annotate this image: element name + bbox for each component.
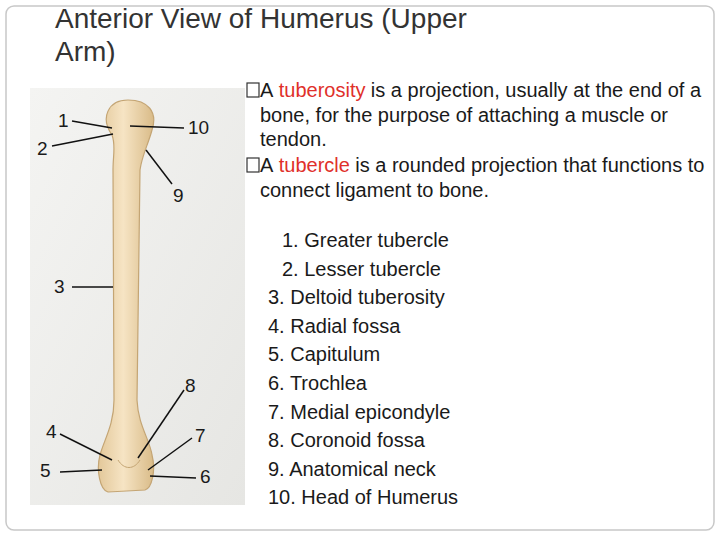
bullet-text: Atubercleis a rounded projection that fu… xyxy=(260,153,710,202)
term: tuberosity xyxy=(279,79,366,101)
leader-line xyxy=(72,121,112,128)
callout-number: 7 xyxy=(195,425,206,447)
legend-item: 7. Medial epicondyle xyxy=(268,400,450,424)
legend-item: 2. Lesser tubercle xyxy=(282,257,441,281)
bullet-text: Atuberosityis a projection, usually at t… xyxy=(260,78,710,152)
definition-text: A xyxy=(260,154,273,176)
callout-number: 5 xyxy=(40,460,51,482)
callout-number: 3 xyxy=(54,276,65,298)
callout-number: 6 xyxy=(200,466,211,488)
photo-ground xyxy=(30,88,245,505)
leader-lines xyxy=(52,121,196,478)
term: tubercle xyxy=(279,154,350,176)
callout-number: 2 xyxy=(37,138,48,160)
leader-line xyxy=(60,470,102,472)
leader-line xyxy=(148,438,192,470)
leader-line xyxy=(60,434,112,460)
leader-line xyxy=(150,476,196,478)
callout-number: 10 xyxy=(188,117,209,139)
slide-title: Anterior View of Humerus (Upper Arm) xyxy=(55,2,525,68)
callout-number: 9 xyxy=(173,185,184,207)
leader-line xyxy=(130,126,184,128)
callout-number: 1 xyxy=(58,110,69,132)
callout-number: 4 xyxy=(46,421,57,443)
legend-item: 1. Greater tubercle xyxy=(282,228,449,252)
legend-item: 6. Trochlea xyxy=(268,371,367,395)
callout-number: 8 xyxy=(185,375,196,397)
bone-fossa xyxy=(118,460,140,468)
leader-line xyxy=(52,134,113,146)
legend-item: 5. Capitulum xyxy=(268,342,380,366)
legend-item: 8. Coronoid fossa xyxy=(268,428,425,452)
humerus-bone xyxy=(98,100,153,492)
bullet-box xyxy=(247,83,259,97)
leader-line xyxy=(138,390,184,458)
leader-line xyxy=(72,286,113,288)
bullet-box xyxy=(247,158,259,172)
legend-item: 9. Anatomical neck xyxy=(268,457,436,481)
definition-text: A xyxy=(260,79,273,101)
slide-frame xyxy=(6,6,714,530)
legend-item: 3. Deltoid tuberosity xyxy=(268,285,445,309)
legend-item: 4. Radial fossa xyxy=(268,314,400,338)
leader-line xyxy=(146,150,172,184)
legend-item: 10. Head of Humerus xyxy=(268,485,458,509)
